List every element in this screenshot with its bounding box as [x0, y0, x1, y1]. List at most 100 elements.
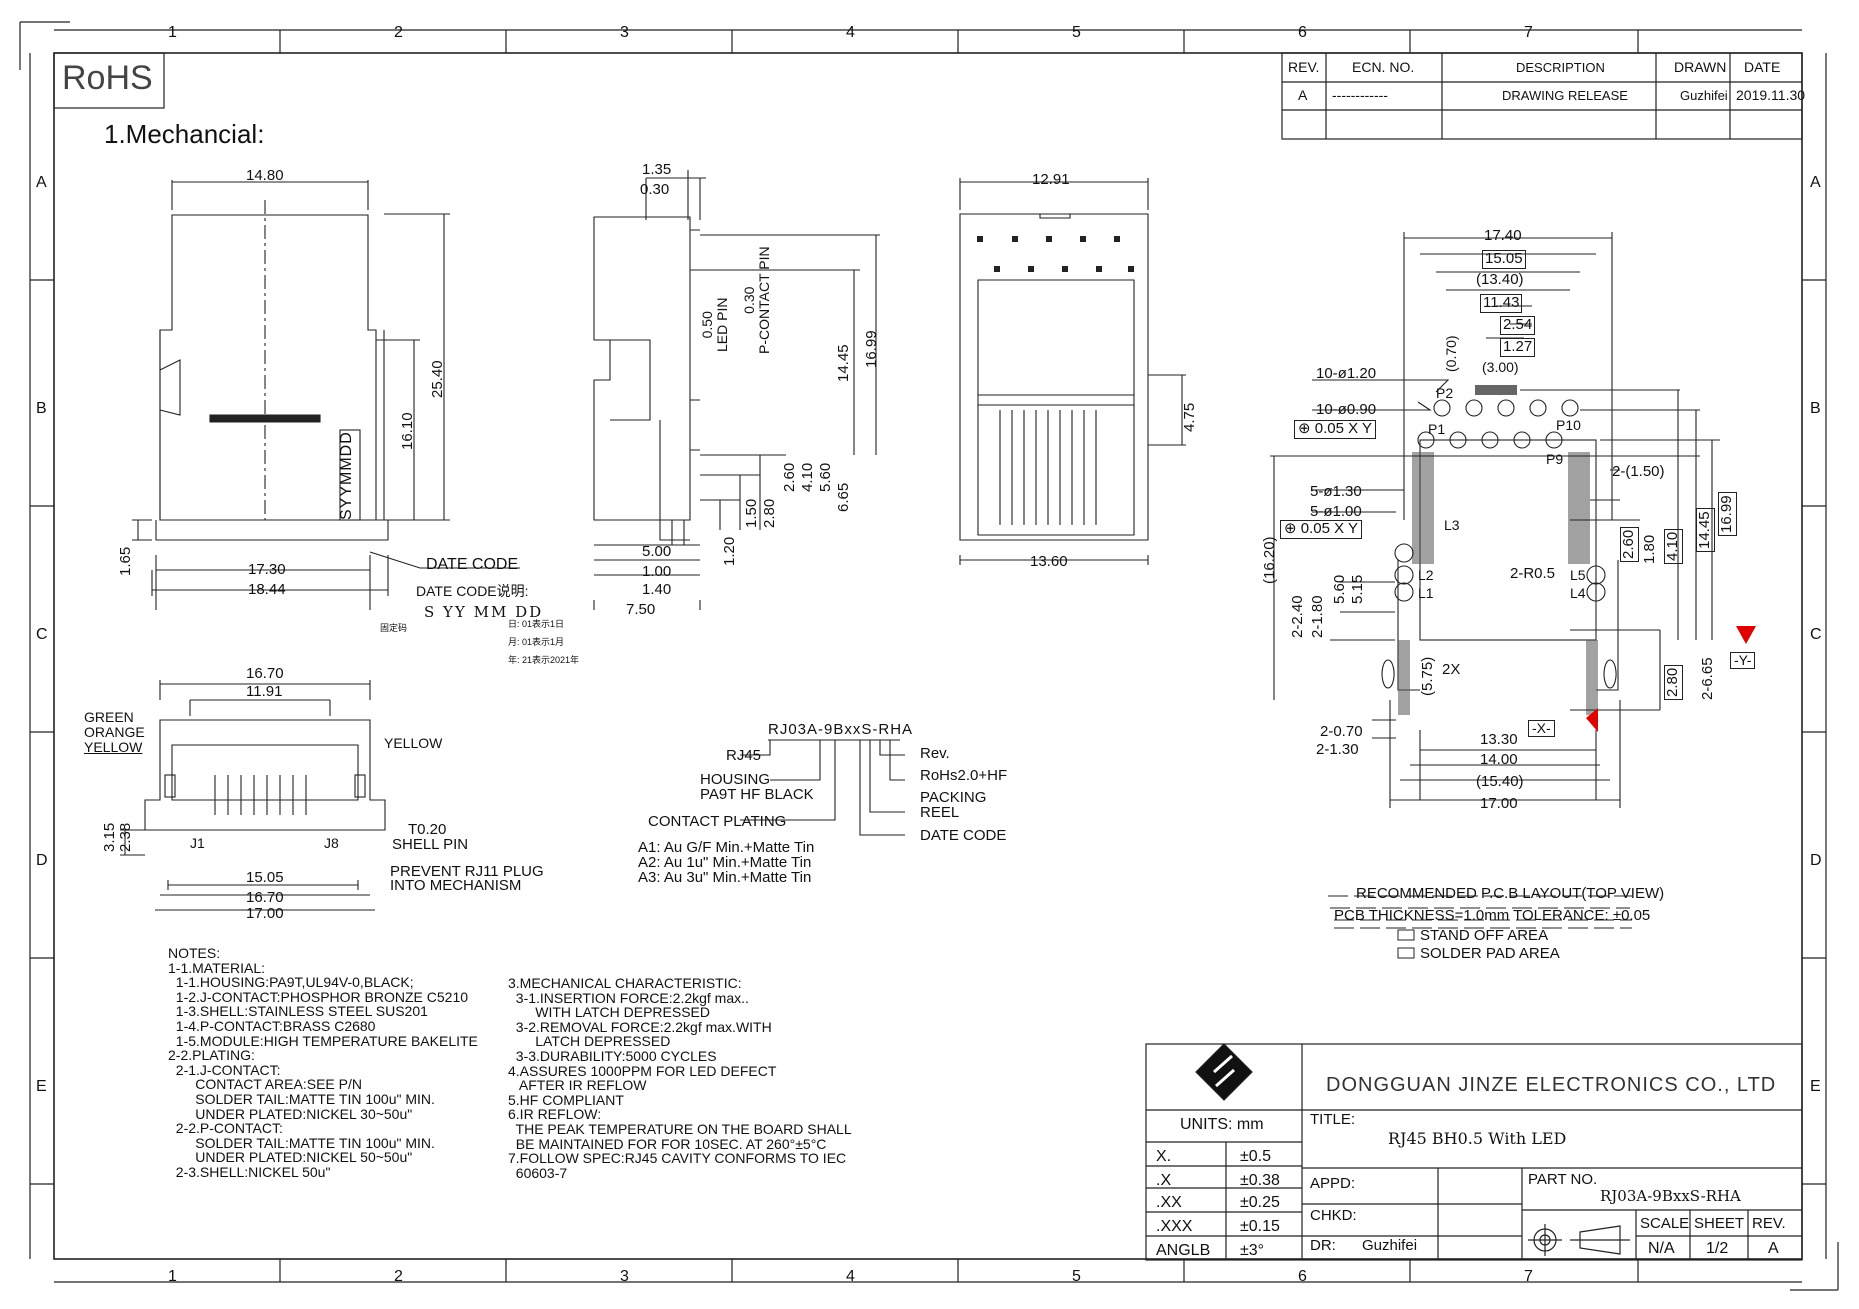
- tol-label-2: .XX: [1156, 1194, 1182, 1211]
- projection-symbol: [1528, 1224, 1630, 1256]
- pcb-tolerance-2: ⊕ 0.05 X Y: [1280, 520, 1363, 539]
- row-label-e-right: E: [1810, 1078, 1821, 1095]
- dim-7-50: 7.50: [626, 601, 656, 618]
- col-label-4-bottom: 4: [846, 1268, 855, 1285]
- pcb-dim-16-99: 16.99: [1718, 492, 1737, 536]
- dim-13-60: 13.60: [1030, 553, 1068, 570]
- pin-p2: P2: [1436, 385, 1454, 401]
- legend-solder: SOLDER PAD AREA: [1420, 945, 1560, 962]
- part-code-rev: Rev.: [920, 745, 950, 762]
- pcb-tol-2-value: 0.05: [1300, 520, 1330, 537]
- part-code-housing: HOUSING: [700, 771, 771, 788]
- rear-view: [959, 178, 1186, 565]
- date-code-legend-day: 日: 01表示1日: [508, 619, 565, 629]
- pcb-dim-1-80: 1.80: [1641, 534, 1658, 564]
- note-line: 7.FOLLOW SPEC:RJ45 CAVITY CONFORMS TO IE…: [508, 1150, 847, 1167]
- pcb-dim-2-54: 2.54: [1500, 316, 1536, 335]
- dim-1-50: 1.50: [743, 498, 760, 528]
- dim-1-65: 1.65: [117, 546, 134, 576]
- pcb-hole-0-90: 10-ø0.90: [1316, 401, 1377, 418]
- pin-p10: P10: [1556, 417, 1581, 433]
- part-code: RJ03A-9BxxS-RHA: [768, 721, 914, 738]
- note-line: 3.MECHANICAL CHARACTERISTIC:: [508, 975, 742, 991]
- tol-value-4: ±3°: [1240, 1242, 1265, 1259]
- dim-17-30: 17.30: [248, 561, 286, 578]
- rev-value: A: [1768, 1240, 1779, 1257]
- row-label-d: D: [36, 852, 48, 869]
- pin-l1: L1: [1418, 585, 1434, 601]
- col-label-3: 3: [620, 24, 629, 41]
- rev-value-date: 2019.11.30: [1736, 87, 1806, 103]
- chkd-label: CHKD:: [1310, 1207, 1357, 1224]
- col-label-7: 7: [1524, 24, 1533, 41]
- pcb-dim-2-6-65: 2-6.65: [1699, 657, 1716, 700]
- legend-standoff: STAND OFF AREA: [1420, 927, 1549, 944]
- tol-value-1: ±0.38: [1240, 1172, 1280, 1189]
- dim-16-70-b: 16.70: [246, 889, 284, 906]
- bottom-view: [120, 680, 386, 911]
- pcb-dim-1-27: 1.27: [1500, 338, 1536, 357]
- pcb-dim-2-1-80: 2-1.80: [1309, 595, 1326, 638]
- dim-11-91: 11.91: [246, 683, 283, 700]
- row-label-b-right: B: [1810, 400, 1821, 417]
- col-label-1: 1: [168, 24, 177, 41]
- dim-4-10: 4.10: [799, 462, 816, 492]
- datum-y: -Y-: [1730, 652, 1756, 670]
- note-line: 1-4.P-CONTACT:BRASS C2680: [168, 1017, 376, 1034]
- pcb-dim-14-45: 14.45: [1696, 508, 1715, 552]
- pcb-dim-5-75: (5.75): [1419, 656, 1436, 696]
- dim-p-contact-pin: 0.30 P-CONTACT PIN: [741, 246, 773, 354]
- row-label-e: E: [36, 1078, 47, 1095]
- pcb-layout: [1270, 232, 1720, 808]
- frame-ticks: [29, 29, 1827, 1283]
- plating-a3: A3: Au 3u" Min.+Matte Tin: [638, 869, 812, 886]
- pcb-hole-1-00: 5-ø1.00: [1310, 503, 1362, 520]
- dim-0-30: 0.30: [640, 181, 670, 198]
- pin-l5: L5: [1570, 567, 1586, 583]
- dim-25-40: 25.40: [429, 360, 446, 398]
- pin-p1: P1: [1428, 421, 1446, 437]
- note-line: 3-2.REMOVAL FORCE:2.2kgf max.WITH: [508, 1018, 772, 1035]
- part-no-label: PART NO.: [1528, 1171, 1598, 1188]
- dim-14-45: 14.45: [835, 344, 852, 382]
- pcb-dim-2-2-40: 2-2.40: [1289, 595, 1306, 638]
- rev-header-description: DESCRIPTION: [1516, 60, 1605, 75]
- rev-header-rev: REV.: [1288, 59, 1320, 75]
- company-name: DONGGUAN JINZE ELECTRONICS CO., LTD: [1326, 1074, 1777, 1096]
- label-into-mechanism: INTO MECHANISM: [390, 877, 522, 894]
- date-code-fields: S YY MM DD: [424, 603, 544, 621]
- pcb-dim-2-60: 2.60: [1620, 526, 1639, 562]
- pcb-dim-4-10: 4.10: [1664, 528, 1683, 564]
- note-line: 4.ASSURES 1000PPM FOR LED DEFECT: [508, 1062, 777, 1079]
- part-code-packing: PACKING: [920, 789, 987, 806]
- scale-label: SCALE: [1640, 1215, 1690, 1232]
- row-label-c: C: [36, 626, 48, 643]
- pcb-dim-14-00: 14.00: [1480, 751, 1518, 768]
- col-label-3-bottom: 3: [620, 1268, 629, 1285]
- tol-label-1: .X: [1156, 1172, 1172, 1189]
- note-line: 60603-7: [508, 1164, 568, 1181]
- pcb-dim-2-1-30: 2-1.30: [1316, 741, 1359, 758]
- dim-2-60: 2.60: [781, 462, 798, 492]
- pcb-dim-13-40: (13.40): [1476, 271, 1524, 288]
- note-line: SOLDER TAIL:MATTE TIN 100u" MIN.: [168, 1134, 435, 1151]
- note-line: SOLDER TAIL:MATTE TIN 100u" MIN.: [168, 1090, 435, 1107]
- dim-17-00: 17.00: [246, 905, 284, 922]
- rev-value-description: DRAWING RELEASE: [1502, 88, 1628, 103]
- notes-left: NOTES:1-1.MATERIAL: 1-1.HOUSING:PA9T,UL9…: [168, 946, 478, 1180]
- pcb-dim-17-00: 17.00: [1480, 795, 1518, 812]
- note-line: 2-2.PLATING:: [168, 1047, 255, 1064]
- dim-2-38: 2.38: [117, 822, 134, 852]
- part-code-rohs: RoHs2.0+HF: [920, 767, 1008, 784]
- label-j1: J1: [190, 835, 205, 851]
- label-yellow-left: YELLOW: [84, 739, 143, 755]
- scale-value: N/A: [1648, 1240, 1675, 1257]
- rev-header-ecn: ECN. NO.: [1352, 59, 1415, 75]
- pcb-dim-15-40: (15.40): [1476, 773, 1524, 790]
- rohs-box: [53, 52, 165, 109]
- pcb-legend: [1328, 895, 1632, 959]
- note-line: 1-5.MODULE:HIGH TEMPERATURE BAKELITE: [168, 1032, 478, 1049]
- dr-label: DR:: [1310, 1237, 1336, 1254]
- pin-p9: P9: [1546, 451, 1564, 467]
- pcb-dim-16-20: (16.20): [1261, 536, 1278, 584]
